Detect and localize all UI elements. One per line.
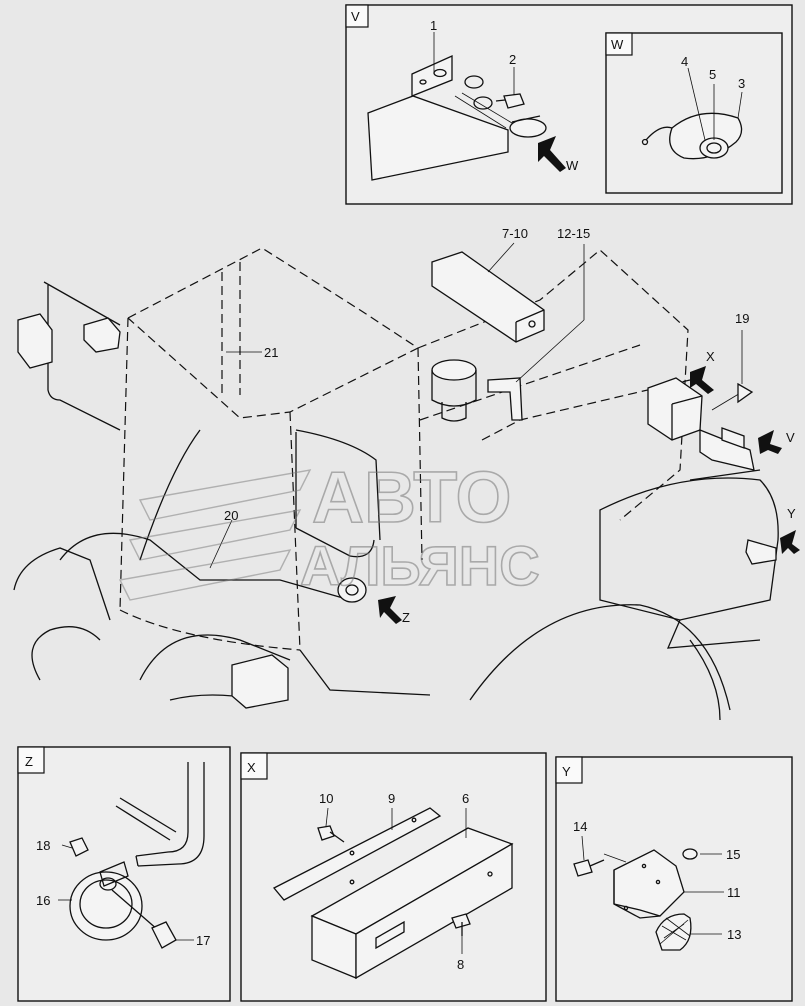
view-z-panel: Z 18 16 17	[17, 746, 231, 1002]
horn	[337, 577, 367, 603]
callout-v-arrow-icon	[758, 430, 782, 454]
watermark-logo-icon	[118, 469, 312, 601]
marker-lamp	[509, 115, 547, 138]
part-6-label: 6	[462, 791, 469, 806]
exhaust-stack	[431, 359, 477, 422]
part-15-label: 15	[726, 847, 740, 862]
watermark: АВТО АЛЬЯНС	[118, 457, 540, 601]
watermark-line-1: АВТО	[312, 458, 511, 538]
part-20-label: 20	[224, 508, 238, 523]
rear-lamp-box	[647, 377, 703, 441]
bracket-plate	[367, 54, 513, 181]
part-10-label: 10	[319, 791, 333, 806]
bolt	[495, 93, 525, 109]
part-12-15-label: 12-15	[557, 226, 590, 241]
part-21-label: 21	[264, 345, 278, 360]
view-y-panel: Y 14 15 11 13	[555, 756, 793, 1002]
reflector	[655, 913, 692, 951]
part-2-label: 2	[509, 52, 516, 67]
view-w-panel: W 4 5 3	[605, 32, 783, 194]
part-1-label: 1	[430, 18, 437, 33]
view-z-tag: Z	[25, 754, 33, 769]
part-7-10-label: 7-10	[502, 226, 528, 241]
view-v-tag: V	[351, 9, 360, 24]
callout-y-label: Y	[787, 506, 796, 521]
light-bar-assembly	[431, 251, 545, 343]
callout-z-arrow-icon	[378, 596, 402, 624]
part-19-label: 19	[735, 311, 749, 326]
part-11-label: 11	[727, 885, 741, 900]
view-w-tag: W	[611, 37, 624, 52]
view-x-tag: X	[247, 760, 256, 775]
part-9-label: 9	[388, 791, 395, 806]
callout-w-label: W	[566, 158, 579, 173]
watermark-line-2: АЛЬЯНС	[300, 534, 540, 597]
part-4-label: 4	[681, 54, 688, 69]
part-8-label: 8	[457, 957, 464, 972]
view-x-panel: X 10 9 6 8	[240, 752, 547, 1002]
part-17-label: 17	[196, 933, 210, 948]
callout-v-label: V	[786, 430, 795, 445]
part-18-label: 18	[36, 838, 50, 853]
part-13-label: 13	[727, 927, 741, 942]
side-mirror	[17, 281, 121, 431]
part-3-label: 3	[738, 76, 745, 91]
machine-overview: 7-10 12-15 21 20 19 X V Y Z	[13, 226, 800, 721]
callout-y-arrow-icon	[780, 530, 800, 554]
view-w-arrow-icon	[538, 136, 566, 172]
callout-x-arrow-icon	[690, 366, 714, 394]
callout-z-label: Z	[402, 610, 410, 625]
view-y-tag: Y	[562, 764, 571, 779]
part-14-label: 14	[573, 819, 587, 834]
callout-x-label: X	[706, 349, 715, 364]
direction-arrow-icon	[711, 330, 754, 411]
part-16-label: 16	[36, 893, 50, 908]
part-5-label: 5	[709, 67, 716, 82]
view-v-panel: V W 1 2	[345, 4, 793, 205]
